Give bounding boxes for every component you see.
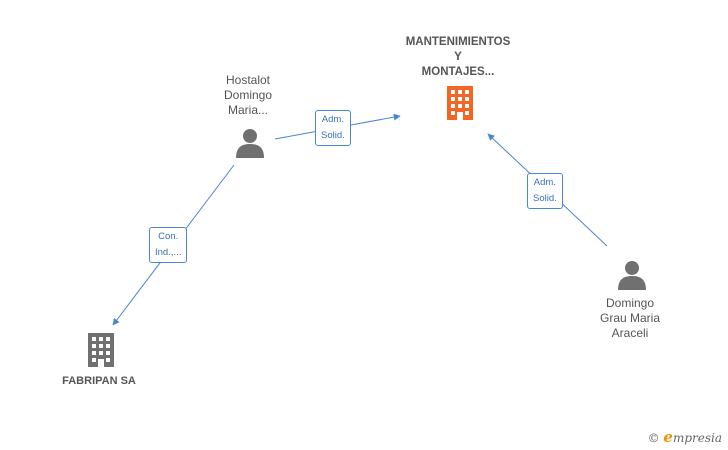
- fabripan-label[interactable]: FABRIPAN SA: [62, 375, 136, 387]
- brand-initial: e: [663, 428, 673, 446]
- brand-name: mpresia: [672, 431, 722, 445]
- copyright-symbol: ©: [647, 431, 660, 445]
- building-icon[interactable]: [444, 86, 476, 120]
- person-icon[interactable]: [235, 128, 265, 158]
- edge-label-con-ind[interactable]: Con. Ind.,...: [149, 227, 188, 263]
- edge-label-adm-solid[interactable]: Adm. Solid.: [527, 173, 563, 209]
- person-label-hostalot[interactable]: Hostalot Domingo Maria...: [223, 73, 273, 117]
- main-company-label[interactable]: MANTENIMIENTOS Y MONTAJES...: [405, 36, 511, 78]
- edge-label-adm-solid[interactable]: Adm. Solid.: [315, 110, 351, 146]
- person-label-domingo[interactable]: Domingo Grau Maria Araceli: [599, 296, 661, 340]
- empresia-logo: © empresia: [648, 428, 722, 446]
- building-icon[interactable]: [85, 333, 117, 367]
- person-icon[interactable]: [617, 260, 647, 290]
